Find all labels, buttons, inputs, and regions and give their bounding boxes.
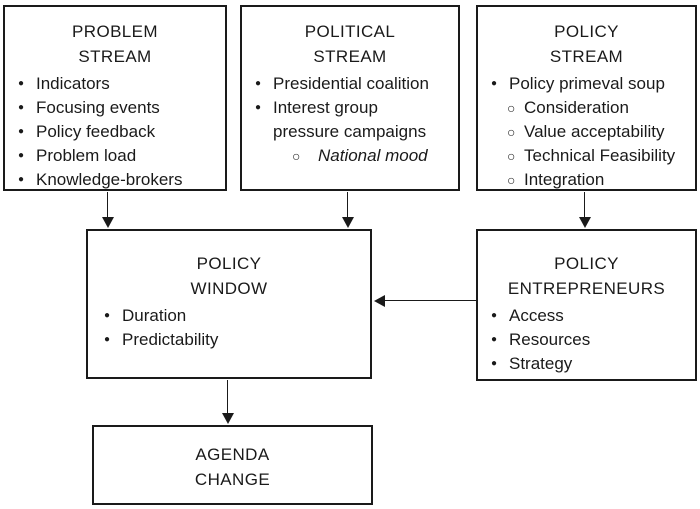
political-stream-box: POLITICAL STREAM Presidential coalition … [240, 5, 460, 191]
list-sub-item: Value acceptability [478, 120, 689, 144]
list-item: Interest group pressure campaigns [242, 96, 452, 144]
list-item: Strategy [478, 352, 689, 376]
list-sub-item: Technical Feasibility [478, 144, 689, 168]
arrow-line [107, 192, 108, 218]
arrowhead-down-icon [342, 217, 354, 228]
arrowhead-down-icon [222, 413, 234, 424]
list-item-national-mood: National mood [242, 144, 452, 168]
arrow-line [584, 192, 585, 218]
list-item: Presidential coalition [242, 72, 452, 96]
arrow-line [347, 192, 348, 218]
list-item: Problem load [5, 144, 219, 168]
political-stream-list: Presidential coalition Interest group pr… [242, 72, 458, 168]
list-item: Resources [478, 328, 689, 352]
list-item: Predictability [88, 328, 364, 352]
policy-window-title: POLICY WINDOW [190, 254, 268, 298]
policy-stream-box: POLICY STREAM Policy primeval soup Consi… [476, 5, 697, 192]
list-item: Duration [88, 304, 364, 328]
list-item: Knowledge-brokers [5, 168, 219, 192]
policy-window-box: POLICY WINDOW Duration Predictability [86, 229, 372, 379]
problem-stream-list: Indicators Focusing events Policy feedba… [5, 72, 225, 192]
problem-stream-box: PROBLEM STREAM Indicators Focusing event… [3, 5, 227, 192]
policy-stream-list: Policy primeval soup Consideration Value… [478, 72, 695, 192]
list-item: Focusing events [5, 96, 219, 120]
policy-entrepreneurs-list: Access Resources Strategy [478, 304, 695, 376]
arrow-line [227, 380, 228, 414]
arrowhead-down-icon [579, 217, 591, 228]
policy-window-list: Duration Predictability [88, 304, 370, 352]
problem-stream-title: PROBLEM STREAM [72, 22, 158, 66]
arrow-line [385, 300, 476, 301]
policy-entrepreneurs-box: POLICY ENTREPRENEURS Access Resources St… [476, 229, 697, 381]
agenda-change-box: AGENDA CHANGE [92, 425, 373, 505]
list-item: Policy feedback [5, 120, 219, 144]
policy-stream-title: POLICY STREAM [549, 22, 624, 66]
list-item: Policy primeval soup [478, 72, 689, 96]
list-sub-item: Consideration [478, 96, 689, 120]
policy-entrepreneurs-title: POLICY ENTREPRENEURS [507, 254, 666, 298]
arrowhead-down-icon [102, 217, 114, 228]
list-item: Indicators [5, 72, 219, 96]
list-item: Access [478, 304, 689, 328]
political-stream-title: POLITICAL STREAM [304, 22, 396, 66]
list-sub-item: Integration [478, 168, 689, 192]
arrowhead-left-icon [374, 295, 385, 307]
agenda-change-title: AGENDA CHANGE [194, 445, 271, 489]
